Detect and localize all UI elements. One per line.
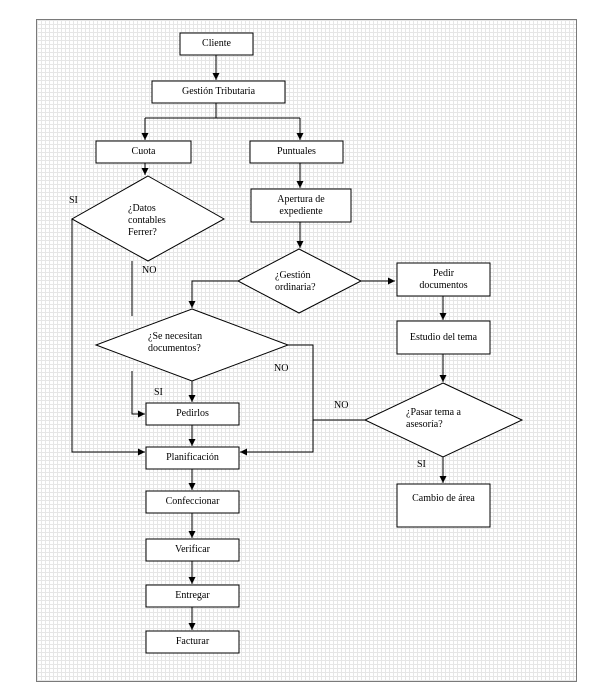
edge-label-si-pasar: SI [417, 459, 426, 470]
edge-datos-si-planificacion [71, 219, 145, 456]
edge-datos-no-pedirlos [131, 261, 145, 414]
edge-label-no-pasar: NO [334, 400, 349, 411]
label-verificar: Verificar [175, 544, 210, 555]
label-pedir-documentos: Pedir documentos [419, 267, 468, 291]
label-cuota: Cuota [131, 146, 156, 157]
label-cliente: Cliente [202, 38, 231, 49]
label-cambio-area: Cambio de área [412, 493, 475, 504]
node-apertura [250, 188, 352, 223]
label-gestion-tributaria: Gestión Tributaria [181, 86, 256, 97]
label-pasar-tema: ¿Pasar tema a asesoría? [406, 407, 461, 430]
node-puntuales [249, 140, 344, 164]
label-planificacion: Planificación [166, 452, 219, 463]
edge-label-no-docs: NO [274, 363, 289, 374]
label-pedirlos: Pedirlos [176, 408, 209, 419]
label-se-necesitan: ¿Se necesitan documentos? [148, 331, 203, 354]
node-datos-contables [70, 175, 226, 262]
label-confeccionar: Confeccionar [165, 496, 220, 507]
label-gestion-ordinaria: ¿Gestión ordinaria? [275, 270, 316, 293]
label-datos-contables: ¿Datos contables Ferrer? [128, 203, 166, 238]
edge-label-si-docs: SI [154, 387, 163, 398]
node-facturar [145, 630, 240, 654]
label-estudio-tema: Estudio del tema [409, 331, 478, 343]
edge-label-no-datos: NO [142, 265, 157, 276]
label-entregar: Entregar [175, 590, 210, 601]
node-cambio-area [396, 483, 491, 528]
label-apertura: Apertura de expediente [277, 193, 325, 217]
edge-gestion-split [145, 103, 300, 119]
edge-label-si-datos: SI [69, 195, 78, 206]
edge-se-necesitan-no [288, 344, 314, 420]
edge-pasar-planificacion [240, 419, 365, 456]
label-puntuales: Puntuales [277, 146, 316, 157]
edge-gestion-ordinaria-se-necesitan [188, 280, 238, 308]
node-cuota [95, 140, 192, 164]
node-gestion-tributaria [151, 80, 286, 104]
label-facturar: Facturar [175, 636, 210, 647]
node-gestion-ordinaria [236, 248, 363, 314]
node-pedir-documentos [396, 262, 491, 297]
